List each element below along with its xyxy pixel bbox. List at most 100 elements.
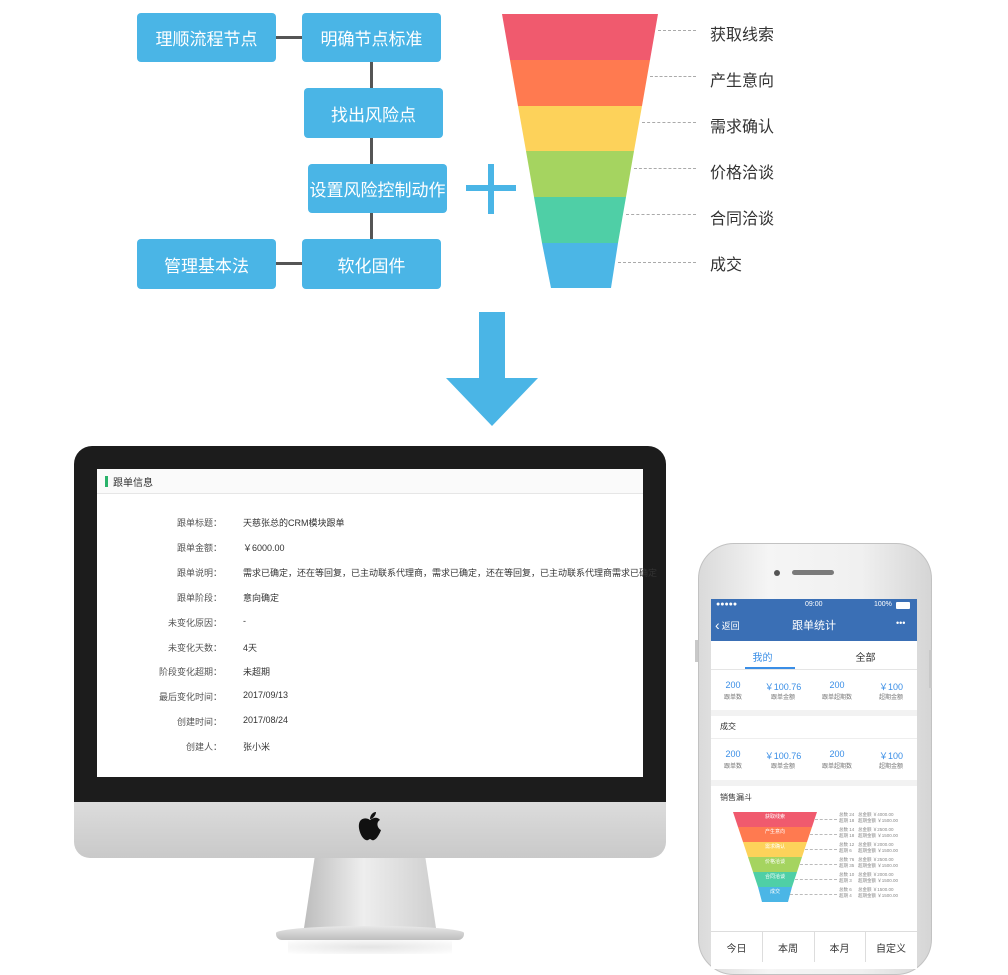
plus-icon <box>466 164 516 214</box>
stat-caption: 跟单超期数 <box>821 764 852 770</box>
info-row-label: 未变化天数： <box>167 642 222 653</box>
tab-all[interactable]: 全部 <box>855 653 876 664</box>
info-row-value: 未超期 <box>243 667 271 678</box>
monitor-stand <box>304 858 436 928</box>
connector-line <box>370 138 373 164</box>
section-header: 跟单信息 <box>97 469 643 494</box>
bottom-tab[interactable]: 本月 <box>814 932 866 962</box>
info-row-label: 跟单阶段： <box>176 592 222 603</box>
info-row-label: 阶段变化超期： <box>158 667 222 678</box>
stat-value: 200 <box>829 680 845 690</box>
more-icon[interactable]: ••• <box>896 618 906 628</box>
section-separator <box>711 710 917 716</box>
info-row-value: ￥6000.00 <box>243 542 285 553</box>
info-row-label: 跟单标题： <box>176 518 222 528</box>
info-row-label: 创建时间： <box>176 717 222 728</box>
flow-node-sort-process: 理顺流程节点 <box>137 13 276 62</box>
funnel-label: 成交 <box>710 257 743 274</box>
nav-title: 跟单统计 <box>792 620 836 632</box>
row-divider <box>711 738 917 739</box>
phone-speaker <box>792 570 834 575</box>
stat-caption: 跟单金额 <box>770 695 795 701</box>
mini-funnel-stage-label: 需求确认 <box>764 844 785 850</box>
mini-funnel-count: 总数 10 <box>839 872 855 877</box>
info-row-value: 张小米 <box>243 742 271 753</box>
stat-value: ￥100 <box>878 682 904 692</box>
deal-title: 成交 <box>720 722 736 731</box>
mini-funnel-amount: 总金额 ￥1500.00 <box>858 887 894 892</box>
info-row-label: 跟单金额： <box>176 542 222 553</box>
flow-node-define-standard: 明确节点标准 <box>302 13 441 62</box>
flow-node-management-law: 管理基本法 <box>137 239 276 289</box>
mini-funnel-overdue: 超期 18 <box>839 833 855 838</box>
connector-line <box>276 36 302 39</box>
mini-funnel-overdue: 超期 4 <box>839 893 852 898</box>
mini-funnel-overdue-amount: 超期金额 ￥1500.00 <box>858 833 899 838</box>
apple-logo-icon <box>358 812 381 841</box>
funnel-label: 产生意向 <box>710 73 775 90</box>
section-title: 跟单信息 <box>113 478 153 489</box>
funnel-stage-6 <box>542 243 618 288</box>
leader-line <box>815 819 837 820</box>
leader-line <box>626 214 696 215</box>
leader-line <box>795 879 837 880</box>
stat-value: 200 <box>725 680 741 690</box>
mini-funnel-amount: 总金额 ￥2000.00 <box>858 872 894 877</box>
section-marker <box>105 476 108 487</box>
mini-funnel-overdue: 超期 35 <box>839 863 855 868</box>
flow-node-solidify: 软化固件 <box>302 239 441 289</box>
monitor-reflection <box>288 940 452 954</box>
mini-funnel-overdue-amount: 超期金额 ￥1500.00 <box>858 878 899 883</box>
leader-line <box>658 30 696 31</box>
mini-funnel-overdue-amount: 超期金额 ￥1500.00 <box>858 863 899 868</box>
mini-funnel-amount: 总金额 ￥4000.00 <box>858 812 894 817</box>
funnel-stage-4 <box>526 151 634 197</box>
leader-line <box>810 834 837 835</box>
info-row-value: - <box>243 615 246 626</box>
mini-funnel-count: 总数 24 <box>839 812 855 817</box>
mini-funnel-amount: 总金额 ￥2500.00 <box>858 827 894 832</box>
phone-side-button <box>695 640 698 662</box>
bottom-tab[interactable]: 今日 <box>711 932 763 962</box>
bottom-tab[interactable]: 自定义 <box>876 943 906 955</box>
info-row-value: 2017/08/24 <box>243 715 289 726</box>
stat-value: ￥100 <box>878 751 904 761</box>
connector-line <box>276 262 302 265</box>
mini-funnel-overdue-amount: 超期金额 ￥1500.00 <box>858 848 899 853</box>
battery-level: 100% <box>874 601 892 608</box>
tab-mine[interactable]: 我的 <box>752 653 773 664</box>
mini-funnel-stage-label: 获取线索 <box>764 814 785 820</box>
leader-line <box>790 894 837 895</box>
info-row-label: 未变化原因： <box>167 617 222 628</box>
bottom-tab[interactable]: 本周 <box>763 932 815 962</box>
info-row-value: 意向确定 <box>243 592 280 603</box>
mini-funnel-stage-label: 成交 <box>769 889 780 895</box>
back-button[interactable]: ‹ 返回 <box>715 617 740 633</box>
leader-line <box>642 122 696 123</box>
chevron-left-icon: ‹ <box>715 617 720 633</box>
mini-funnel-amount: 总金额 ￥2000.00 <box>858 842 894 847</box>
connector-line <box>370 213 373 239</box>
mini-funnel-amount: 总金额 ￥2500.00 <box>858 857 894 862</box>
stat-value: ￥100.76 <box>764 751 802 761</box>
leader-line <box>618 262 696 263</box>
stat-caption: 超期金额 <box>878 764 903 770</box>
stat-caption: 跟单数 <box>723 695 742 701</box>
stat-caption: 跟单超期数 <box>821 695 852 701</box>
status-time: 09:00 <box>805 601 823 608</box>
flow-node-find-risk: 找出风险点 <box>304 88 443 138</box>
phone-side-button <box>929 650 932 688</box>
bottom-tab-divider <box>711 931 917 932</box>
phone-screen: ●●●●● 09:00 100% ‹ 返回 跟单统计 ••• 我的 全部 200… <box>711 599 917 969</box>
mini-funnel-count: 总数 76 <box>839 857 855 862</box>
down-arrow-icon <box>446 312 538 426</box>
stat-caption: 跟单数 <box>723 764 742 770</box>
stat-caption: 跟单金额 <box>770 764 795 770</box>
leader-line <box>634 168 696 169</box>
back-label: 返回 <box>721 620 740 631</box>
tab-divider <box>711 669 917 670</box>
leader-line <box>800 864 837 865</box>
sales-funnel <box>502 14 658 288</box>
stat-value: ￥100.76 <box>764 682 802 692</box>
